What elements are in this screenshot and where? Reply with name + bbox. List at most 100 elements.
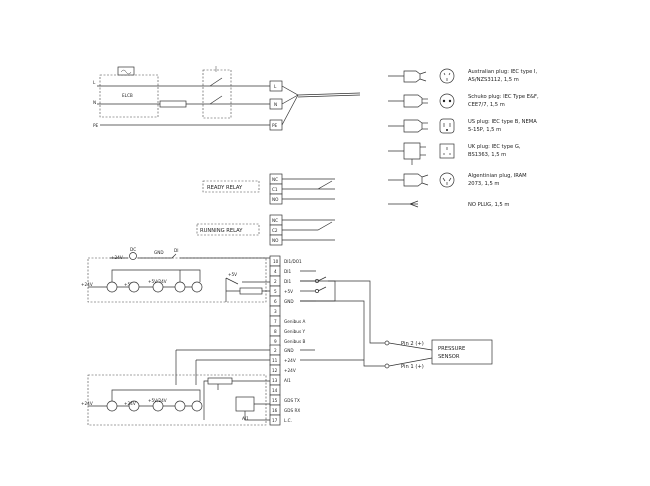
sensor-title-line-2: SENSOR — [438, 354, 460, 360]
terminal-pe-label: PE — [272, 123, 278, 128]
io-lower-right-wires — [300, 349, 364, 361]
io-top-label-dc: DC — [130, 247, 136, 252]
source-5-icon — [191, 281, 203, 293]
plug-us-label-1: US plug: IEC type B, NEMA — [468, 119, 537, 125]
source-3-icon — [152, 281, 164, 293]
plug-uk-label-2: BS1363, 1,5 m — [468, 152, 506, 158]
socket-us-icon — [439, 118, 455, 134]
io-lower-num-7: 17 — [272, 418, 278, 423]
plug-schuko-label-2: CEE7/7, 1,5 m — [468, 102, 505, 108]
socket-uk-icon — [439, 143, 455, 159]
io-lower-num-0: 2 — [274, 348, 277, 353]
io-lower-label-1: +24V — [284, 358, 296, 363]
lower-source-4-icon — [174, 400, 186, 412]
io-upper-dashed-box — [87, 257, 267, 303]
io-upper-label-1: DI1 — [284, 269, 291, 274]
io-lower-label-6: GDS RX — [284, 408, 300, 413]
sensor-link-1 — [388, 357, 433, 367]
source-4-icon — [174, 281, 186, 293]
ready-relay-terminal-no-label: NO — [272, 197, 279, 202]
io-lower-label-0: GND — [284, 348, 294, 353]
plug-schuko-label-1: Schuko plug: IEC Type E&F, — [468, 94, 539, 100]
sensor-pin2-label: Pin 2 (+) — [401, 341, 424, 347]
running-relay-frame — [196, 223, 260, 236]
plug-none-label: NO PLUG, 1,5 m — [468, 202, 509, 208]
io-lower-left-label-1: +24V — [124, 401, 136, 406]
plug-argentinian-label-2: 2073, 1,5 m — [468, 181, 499, 187]
io-upper-right-wires — [300, 270, 316, 302]
power-cable — [281, 85, 361, 126]
sensor-box — [431, 339, 493, 365]
sensor-pin1-dot — [384, 363, 390, 369]
socket-schuko-icon — [439, 93, 455, 109]
plug-uk-label-1: UK plug: IEC type G, — [468, 144, 521, 150]
sensor-link-2 — [388, 342, 433, 351]
io-upper-num-3: 5 — [274, 289, 277, 294]
plug-us-icon — [388, 119, 423, 133]
io-upper-source-top — [111, 269, 201, 282]
io-upper: 10 4 2 5 6 3 7 8 DI1/DO1 DI1 DI1 +5V GND… — [81, 247, 336, 347]
plug-schuko: Schuko plug: IEC Type E&F, CEE7/7, 1,5 m — [388, 93, 539, 109]
io-left-label-0: +24V — [111, 255, 123, 260]
plug-uk: UK plug: IEC type G, BS1363, 1,5 m — [388, 142, 521, 165]
io-lower-dashed-box — [87, 374, 267, 426]
io-lower-component-wires — [244, 403, 270, 421]
io-relay-mid-label: +5V — [228, 272, 237, 277]
io-left-label-3: +5V/24V — [148, 279, 167, 284]
socket-argentinian-icon — [439, 172, 455, 188]
elcb-label: ELCB — [122, 93, 133, 98]
io-lower-num-3: 13 — [272, 378, 278, 383]
ready-relay-frame — [202, 180, 260, 193]
io-left-label-1: +24V — [81, 282, 93, 287]
power-section: ELCB L N PE L N PE — [93, 66, 361, 131]
io-upper-num-4: 6 — [274, 299, 277, 304]
io-upper-label-8: Genibus B — [284, 339, 305, 344]
socket-australian-icon — [439, 68, 455, 84]
io-top-label-di: DI — [174, 248, 178, 253]
io-upper-num-7: 8 — [274, 329, 277, 334]
io-upper-num-6: 7 — [274, 319, 277, 324]
terminal-n-label: N — [274, 102, 277, 107]
running-relay-wires — [282, 219, 335, 241]
io-lower-left-label-2: +5V/24V — [148, 398, 167, 403]
io-lower-num-4: 14 — [272, 388, 278, 393]
switch-contact-1 — [209, 77, 223, 87]
pressure-sensor: Pin 2 (+) Pin 1 (+) PRESSURE SENSOR — [300, 280, 493, 370]
plug-none: NO PLUG, 1,5 m — [388, 200, 509, 208]
io-lower-num-5: 15 — [272, 398, 278, 403]
sensor-wires-upper — [300, 280, 385, 367]
source-1-icon — [106, 281, 118, 293]
io-lower-resistor-wires — [203, 380, 270, 420]
io-upper-relay-contacts — [225, 277, 270, 302]
lower-source-1-icon — [106, 400, 118, 412]
io-upper-terminals: 10 4 2 5 6 3 7 8 — [269, 255, 281, 337]
plug-schuko-icon — [388, 94, 423, 108]
io-lower-component-box — [235, 396, 255, 412]
io-lower-num-6: 16 — [272, 408, 278, 413]
io-upper-label-6: Genibus A — [284, 319, 305, 324]
plug-legend: Australian plug: IEC type I, AS/NZS3112,… — [388, 68, 539, 208]
io-upper-label-0: DI1/DO1 — [284, 259, 302, 264]
sensor-title-line-1: PRESSURE — [438, 346, 465, 352]
plug-us: US plug: IEC type B, NEMA 5-15P, 1,5 m — [388, 118, 537, 134]
running-relay-title: RUNNING RELAY — [200, 228, 243, 234]
running-relay: RUNNING RELAY NC C2 NO — [196, 214, 335, 246]
ready-relay-terminal-c1-label: C1 — [272, 187, 278, 192]
io-upper-num-5: 3 — [274, 309, 277, 314]
io-lower-left-label-0: +24V — [81, 401, 93, 406]
io-lower-resistor — [207, 377, 233, 385]
io-lower-label-7: L.C. — [284, 418, 292, 423]
plug-argentinian: Algentinian plug, IRAM 2073, 1,5 m — [388, 172, 527, 188]
sensor-pin2-dot — [384, 340, 390, 346]
io-top-label-gnd: GND — [154, 250, 164, 255]
io-lower-box-label: AI1 — [242, 416, 249, 421]
io-upper-label-7: Genibus Y — [284, 329, 305, 334]
ready-relay: READY RELAY NC C1 NO — [202, 173, 335, 205]
plug-australian-label-1: Australian plug: IEC type I, — [468, 69, 537, 75]
io-upper-label-3: +5V — [284, 289, 293, 294]
elcb-wave-icon — [120, 69, 132, 75]
io-lower-top-wires — [175, 349, 270, 385]
elcb-top-symbol — [117, 66, 135, 76]
io-upper-num-8: 9 — [274, 339, 277, 344]
io-upper-num-2: 2 — [274, 279, 277, 284]
